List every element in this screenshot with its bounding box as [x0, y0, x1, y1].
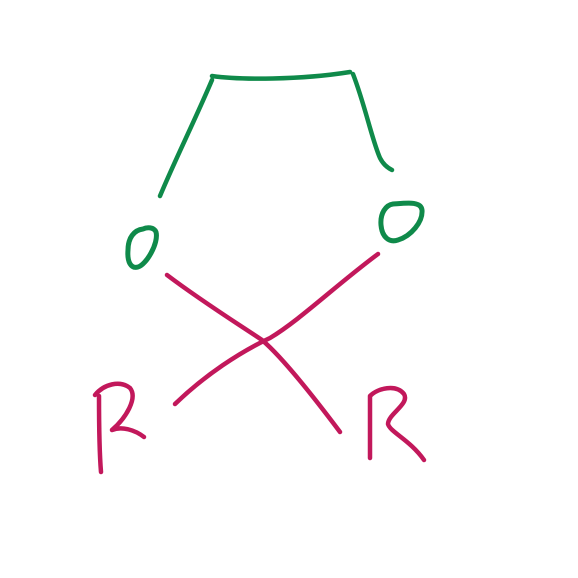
right-magenta-r-glyph: [367, 385, 427, 463]
right-green-ring: [378, 200, 425, 244]
left-green-ring: [125, 225, 159, 270]
green-arch-stroke: [157, 69, 395, 199]
magenta-cross-stroke-b: [172, 251, 381, 407]
left-magenta-r-glyph: [92, 381, 147, 475]
magenta-cross-stroke-a: [164, 272, 343, 435]
